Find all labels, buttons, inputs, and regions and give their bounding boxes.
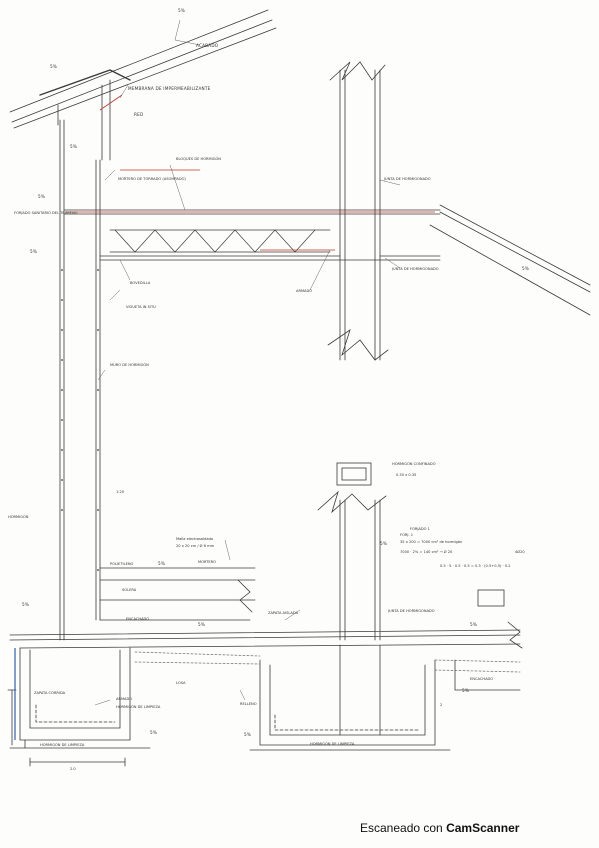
label-bottom-level: 5% — [244, 732, 251, 737]
label-junta-mid: JUNTA DE HORMIGONADO — [387, 609, 435, 613]
label-mid-level: 5% — [198, 622, 205, 627]
label-vigueta-situ: VIGUETA IN SITU — [126, 305, 156, 309]
dim-bottom — [29, 757, 126, 767]
upper-slab-bottom — [99, 255, 441, 261]
label-mortero: MORTERO DE TORRADO (ASOMPADO) — [118, 177, 186, 181]
label-dim-bottom: 2.0 — [70, 767, 76, 771]
label-nota-1: Malla electrosoldada — [176, 537, 213, 541]
label-box-dim: 0.35 x 0.35 — [396, 473, 416, 477]
solera-break — [237, 579, 253, 613]
footer-prefix: Escaneado con — [360, 821, 447, 835]
label-bovedilla: BOVEDILLA — [130, 281, 151, 285]
label-soleras: 5% — [30, 249, 37, 254]
label-zapata-left: ZAPATA CORRIDA — [34, 691, 66, 695]
label-calc-3: 0.5 · 5 · 0.5 · 0.5 = 0.5 · (0.5+0.5) · … — [440, 564, 511, 568]
label-nota-2: 20 x 20 cm / Ø 6 mm — [176, 543, 215, 548]
scanner-watermark: Escaneado con CamScanner — [360, 821, 519, 835]
solera-zone — [99, 567, 256, 621]
rebar-right — [274, 714, 421, 731]
section-box-2 — [477, 589, 505, 607]
label-enc-right: ENCACHADO — [470, 677, 493, 681]
left-wall-inner — [95, 159, 101, 621]
label-red: RED — [134, 112, 143, 117]
red-rebar — [120, 169, 335, 251]
label-membrana: MEMBRANA DE IMPERMEABILIZANTE — [128, 86, 211, 91]
gravel — [134, 651, 521, 673]
rebar-left — [35, 704, 116, 723]
column-lower — [339, 499, 381, 641]
right-slope — [429, 204, 591, 316]
label-front-dim: 5% — [380, 541, 387, 546]
label-relleno: RELLENO — [240, 702, 257, 706]
column-upper — [339, 69, 381, 361]
label-acabado: ACABADO — [196, 43, 219, 48]
label-floor-level: 5% — [38, 194, 45, 199]
label-forjado: FORJADO SANITARIO DEL TERRENO — [14, 211, 78, 215]
label-junta-right: JUNTA DE HORMIGONADO — [391, 267, 439, 271]
label-solera: SOLERA — [122, 588, 137, 592]
label-box: HORMIGÓN CONFINADO — [392, 461, 436, 466]
footer-brand: CamScanner — [446, 821, 520, 835]
label-calc-result: 4Ø20 — [515, 549, 525, 554]
column-break-mid — [317, 490, 387, 514]
left-wall-outer — [59, 119, 65, 641]
roof-membrane — [39, 69, 131, 96]
label-front: FORJADO 1 — [410, 527, 430, 531]
label-muro: MURO DE HORMIGÓN — [110, 362, 149, 367]
column-break-top — [329, 61, 386, 81]
label-level-top: 5% — [70, 144, 77, 149]
label-hormigon-limp: HORMIGÓN DE LIMPIEZA — [116, 704, 161, 709]
label-calc-2: 7000 · 2% = 140 cm² → Ø 20 — [400, 549, 453, 554]
label-slope-right: 5% — [522, 266, 529, 271]
label-cimentacion-left: HORMIGÓN DE LIMPIEZA — [40, 742, 85, 747]
section-box — [336, 462, 372, 486]
label-dim-small: 2 — [440, 703, 442, 707]
left-footing-base — [9, 739, 151, 749]
label-zapata-right: ZAPATA AISLADA — [268, 611, 299, 615]
upper-slab-top — [63, 209, 441, 215]
label-roof-slope: 5% — [50, 64, 57, 69]
red-leader — [99, 94, 123, 111]
roof-slab — [9, 9, 277, 129]
label-calc-title: FORJ. 1 — [400, 533, 413, 537]
label-hormigon-left: HORMIGÓN — [8, 514, 29, 519]
label-right-level: 5% — [470, 622, 477, 627]
ground-break — [507, 621, 523, 649]
label-mortero-2: MORTERO — [198, 560, 216, 564]
label-calc-1: 35 x 200 = 7000 cm² de hormigón — [400, 540, 462, 544]
right-footing — [259, 659, 436, 746]
truss-web — [114, 229, 316, 253]
pier — [339, 644, 381, 736]
label-bottom-mid: 5% — [150, 730, 157, 735]
label-encachado: ENCACHADO — [126, 617, 149, 621]
label-vigueta-bloque: BLOQUES DE HORMIGÓN — [176, 156, 221, 161]
label-losa: LOSA — [176, 681, 186, 685]
label-armado-zap: ARMADO — [116, 697, 132, 701]
label-left-level: 5% — [22, 602, 29, 607]
label-cimentacion-right: HORMIGÓN DE LIMPIEZA — [310, 741, 355, 746]
left-footing — [19, 647, 131, 741]
ground-slab — [9, 629, 521, 649]
label-level-right2: 5% — [462, 688, 469, 693]
label-polietileno: POLIETILENO — [110, 562, 134, 566]
column-break-bottom — [327, 329, 389, 361]
footing-right-small — [454, 659, 521, 691]
roof-parapet — [57, 79, 111, 161]
label-junta-top: JUNTA DE HORMIGONADO — [383, 177, 431, 181]
label-solera-dim: 5% — [158, 561, 165, 566]
label-top-dim: 5% — [178, 8, 185, 13]
label-dim-20: 1:20 — [116, 490, 125, 494]
label-armado: ARMADO — [296, 289, 312, 293]
